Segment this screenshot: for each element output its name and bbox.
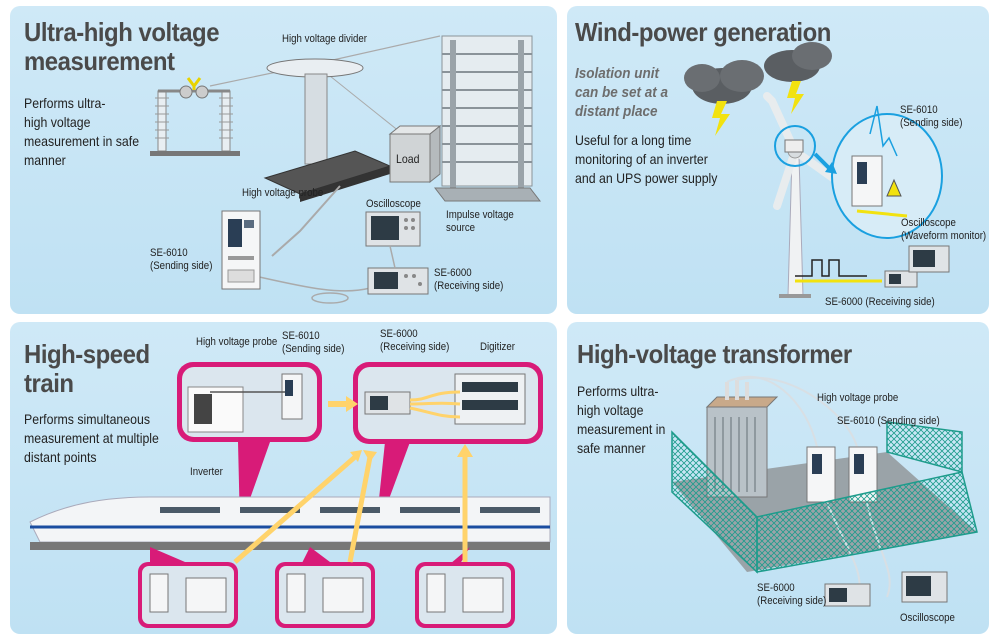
wind-label-osc-line2: (Waveform monitor) — [901, 230, 987, 242]
panel-high-speed-train: High-speed train Performs simultaneous m… — [10, 322, 557, 634]
label-se6010: SE-6010 (Sending side) — [150, 247, 212, 273]
wind-label-se6000: SE-6000 (Receiving side) — [825, 296, 935, 308]
trans-desc-line: high voltage — [577, 402, 644, 418]
uhv-title-line1: Ultra-high voltage — [24, 17, 220, 47]
uhv-desc-line: manner — [24, 152, 66, 168]
trans-label-se6000-line1: SE-6000 — [757, 582, 795, 594]
trans-label-oscilloscope: Oscilloscope — [900, 612, 955, 624]
wind-label-se6010-line1: SE-6010 — [900, 104, 938, 116]
train-label-se6000-line2: (Receiving side) — [380, 341, 450, 353]
train-title-line1: High-speed — [24, 339, 150, 369]
train-label-digitizer: Digitizer — [480, 341, 515, 353]
train-label-se6000-line1: SE-6000 — [380, 328, 418, 340]
label-impulse-line1: Impulse voltage — [446, 209, 514, 221]
uhv-title: Ultra-high voltage measurement — [24, 17, 220, 76]
trans-label-se6000: SE-6000 (Receiving side) — [757, 582, 826, 608]
train-desc-line: Performs simultaneous — [24, 411, 150, 427]
label-se6000-line1: SE-6000 — [434, 267, 472, 279]
train-desc-line: distant points — [24, 449, 97, 465]
pulse-waveform — [795, 259, 867, 277]
se6000-device — [367, 267, 429, 295]
label-se6010-line1: SE-6010 — [150, 247, 188, 259]
wind-label-oscilloscope: Oscilloscope (Waveform monitor) — [901, 217, 986, 243]
wind-note: Isolation unit can be set at a distant p… — [575, 64, 668, 121]
train-illustration — [29, 362, 551, 628]
zoom-circle — [813, 105, 943, 239]
wind-label-se6010-line2: (Sending side) — [900, 117, 963, 129]
train-title: High-speed train — [24, 340, 150, 398]
label-se6010-line2: (Sending side) — [150, 260, 213, 272]
label-se6000: SE-6000 (Receiving side) — [434, 267, 503, 293]
label-oscilloscope: Oscilloscope — [366, 198, 421, 210]
uhv-desc-line: measurement in safe — [24, 133, 140, 149]
wind-note-line: can be set at a — [575, 84, 669, 101]
trans-label-se6010: SE-6010 (Sending side) — [837, 415, 940, 427]
uhv-title-line2: measurement — [24, 46, 175, 76]
storm-clouds — [684, 42, 832, 136]
panel-hv-transformer: High-voltage transformer Performs ultra-… — [567, 322, 989, 634]
wind-illustration — [684, 42, 950, 298]
bullet-train — [29, 496, 551, 550]
wind-turbine — [763, 92, 841, 298]
label-impulse: Impulse voltage source — [446, 209, 514, 235]
impulse-voltage-source — [433, 35, 542, 202]
label-divider: High voltage divider — [282, 33, 368, 45]
wind-desc-line: Useful for a long time — [575, 132, 692, 148]
trans-desc-line: measurement in — [577, 421, 666, 437]
wind-label-osc-line1: Oscilloscope — [901, 217, 956, 229]
trans-title: High-voltage transformer — [577, 339, 852, 369]
wind-desc-line: monitoring of an inverter — [575, 151, 708, 167]
safety-fence — [671, 421, 978, 574]
train-label-se6010-line2: (Sending side) — [282, 343, 345, 355]
train-label-inverter: Inverter — [190, 466, 223, 478]
train-label-se6000: SE-6000 (Receiving side) — [380, 328, 449, 354]
signal-arrows — [233, 455, 468, 564]
wind-note-line: Isolation unit — [575, 65, 659, 82]
trans-desc-line: safe manner — [577, 440, 646, 456]
train-label-probe: High voltage probe — [196, 336, 278, 348]
insulator-stand — [150, 77, 240, 156]
label-hv-probe: High voltage probe — [242, 187, 324, 199]
train-description: Performs simultaneous measurement at mul… — [24, 410, 159, 467]
train-title-line2: train — [24, 368, 74, 398]
panel-wind-power: Wind-power generation Isolation unit can… — [567, 6, 989, 314]
uhv-illustration — [150, 35, 542, 304]
oscilloscope-device — [365, 211, 421, 247]
wind-desc-line: and an UPS power supply — [575, 170, 718, 186]
trans-desc-line: Performs ultra- — [577, 383, 659, 399]
panel-ultra-high-voltage: Ultra-high voltage measurement Performs … — [10, 6, 557, 314]
train-label-se6010-line1: SE-6010 — [282, 330, 320, 342]
load-box — [388, 124, 442, 184]
wind-note-line: distant place — [575, 103, 658, 120]
uhv-description: Performs ultra- high voltage measurement… — [24, 94, 139, 170]
se6010-device — [221, 210, 261, 290]
label-load: Load — [396, 152, 420, 166]
label-impulse-line2: source — [446, 222, 476, 234]
train-label-se6010: SE-6010 (Sending side) — [282, 330, 344, 356]
transformer-illustration — [671, 375, 978, 607]
uhv-desc-line: high voltage — [24, 114, 91, 130]
trans-label-se6000-line2: (Receiving side) — [757, 595, 827, 607]
uhv-desc-line: Performs ultra- — [24, 95, 106, 111]
wind-description: Useful for a long time monitoring of an … — [575, 131, 717, 188]
wind-title: Wind-power generation — [575, 17, 831, 47]
train-desc-line: measurement at multiple — [24, 430, 159, 446]
label-se6000-line2: (Receiving side) — [434, 280, 504, 292]
trans-description: Performs ultra- high voltage measurement… — [577, 382, 665, 458]
wind-label-se6010: SE-6010 (Sending side) — [900, 104, 962, 130]
trans-label-probe: High voltage probe — [817, 392, 899, 404]
high-voltage-divider — [263, 58, 392, 202]
se6010-device — [806, 446, 836, 503]
